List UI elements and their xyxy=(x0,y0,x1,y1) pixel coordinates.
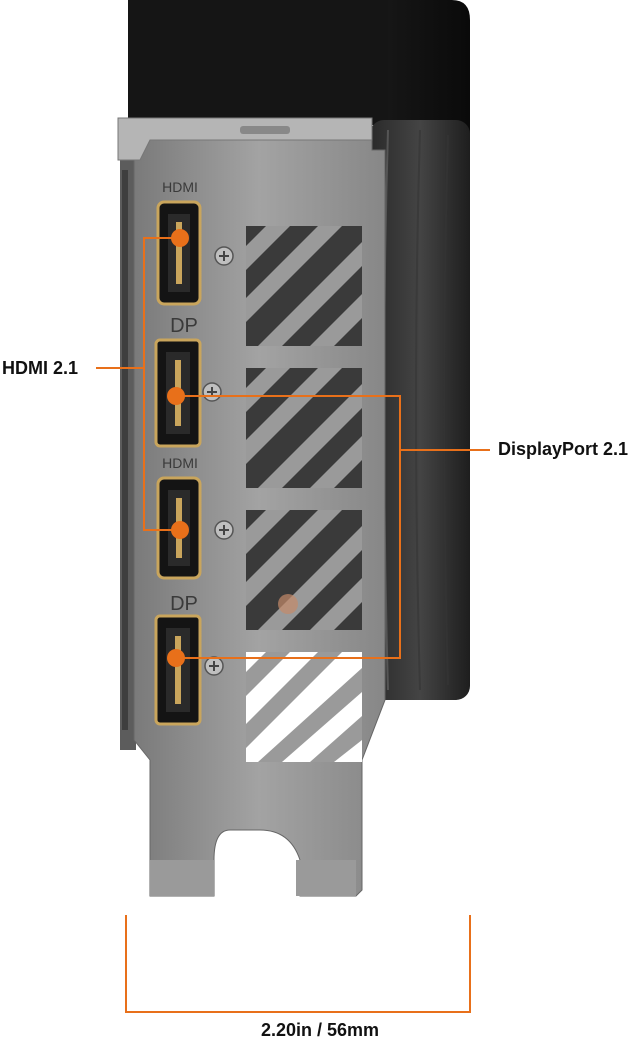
marker-hdmi-1 xyxy=(171,229,189,247)
displayport-callout-label: DisplayPort 2.1 xyxy=(498,439,629,459)
hdmi-callout-lines xyxy=(96,237,180,531)
port-label-dp-1: DP xyxy=(170,315,198,337)
port-hdmi-1 xyxy=(156,200,202,306)
vent-group-3 xyxy=(246,510,362,630)
screw-3 xyxy=(214,520,234,540)
marker-hdmi-2 xyxy=(171,521,189,539)
screw-1 xyxy=(214,246,234,266)
vent-group-2 xyxy=(246,368,362,488)
width-dimension-bracket xyxy=(125,915,471,1013)
port-dp-2 xyxy=(154,614,202,726)
dp-callout-lines xyxy=(176,395,490,659)
marker-dp-1 xyxy=(167,387,185,405)
port-label-dp-2: DP xyxy=(170,593,198,615)
marker-dp-2 xyxy=(167,649,185,667)
vent-group-1 xyxy=(246,226,362,346)
port-label-hdmi-1: HDMI xyxy=(162,179,198,195)
port-label-hdmi-2: HDMI xyxy=(162,455,198,471)
width-dimension-label: 2.20in / 56mm xyxy=(260,1020,380,1040)
screw-2 xyxy=(202,382,222,402)
vent-cutouts xyxy=(246,226,362,762)
card-edge xyxy=(120,150,136,750)
vent-group-4 xyxy=(246,652,362,762)
port-markers xyxy=(167,229,189,667)
screw-4 xyxy=(204,656,224,676)
hdmi-callout-label: HDMI 2.1 xyxy=(2,358,79,378)
